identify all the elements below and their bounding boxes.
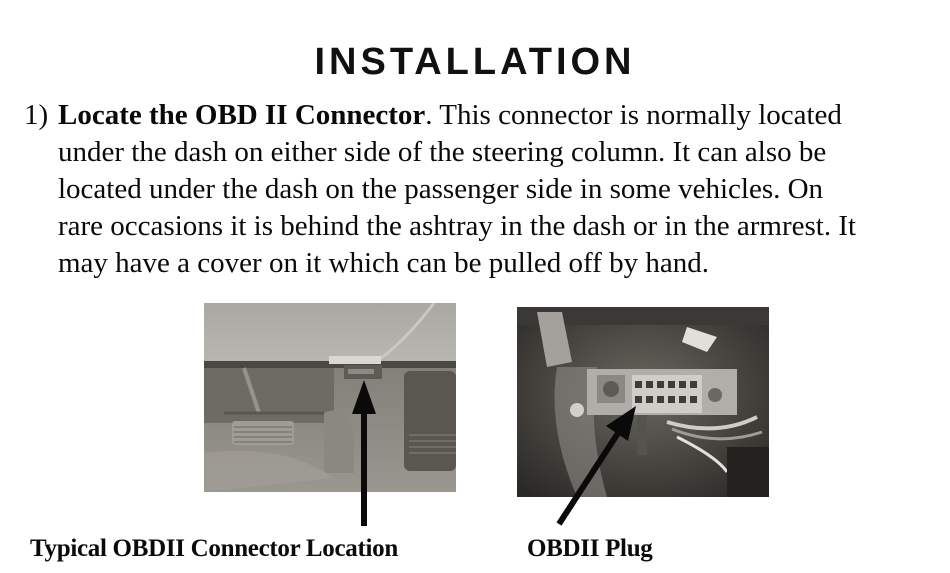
instruction-line-1: Locate the OBD II Connector. This connec… [58,99,842,131]
step-heading: Locate the OBD II Connector [58,99,426,131]
instruction-line-5: may have a cover on it which can be pull… [58,247,709,279]
step-number: 1) [24,99,49,131]
page-title: INSTALLATION [314,41,636,83]
caption-connector-location: Typical OBDII Connector Location [30,535,398,562]
connector-location-photo [204,303,456,492]
obd-plug-photo [517,307,769,497]
step-instructions: Locate the OBD II Connector. This connec… [58,97,856,282]
instruction-line-4: rare occasions it is behind the ashtray … [58,210,857,242]
instruction-line-3: located under the dash on the passenger … [58,173,824,205]
instruction-line-2: under the dash on either side of the ste… [58,136,827,168]
caption-obdii-plug: OBDII Plug [527,535,653,562]
